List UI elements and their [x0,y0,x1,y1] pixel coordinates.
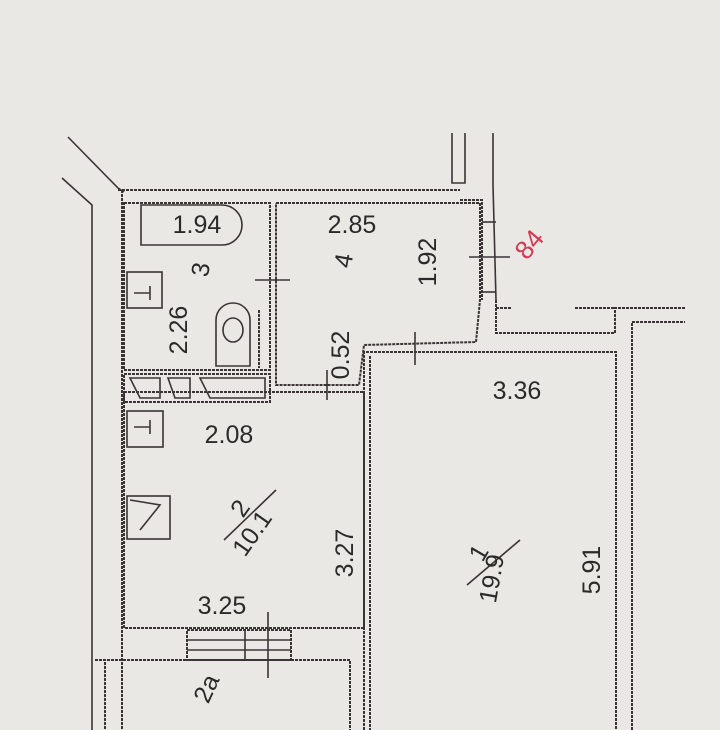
toilet-icon [215,302,251,367]
sink-icon [126,271,163,309]
room-2-length: 3.27 [331,529,359,578]
stove-icon [126,495,171,540]
room-2-width-top: 2.08 [205,421,254,449]
outer-walls [61,133,685,730]
room-4-hall: 2.85 4 1.92 0.52 [275,202,481,400]
room-2a-balcony: 2a [95,659,351,730]
room-1-width: 3.36 [493,377,542,405]
room-2-width-bottom: 3.25 [198,592,247,620]
room-4-width: 2.85 [328,211,377,239]
room-1-living: 3.36 1 19.9 5.91 [363,351,617,730]
room-4-number: 4 [329,251,359,270]
room-3-length: 2.26 [165,306,193,355]
room-3-bathroom: 1.94 3 2.26 [123,202,290,371]
sink-icon [126,410,164,448]
room-2-kitchen: 2.08 2 10.1 3.27 3.25 [123,391,365,629]
room-1-length: 5.91 [578,546,606,595]
bath-dimension: 1.94 [173,211,222,239]
bathtub-icon [140,204,243,246]
room-4-length: 1.92 [414,238,442,287]
room-2a-number: 2a [188,670,225,707]
room-3-number: 3 [186,260,216,279]
fixture-strip [123,373,271,403]
room-4-passage: 0.52 [327,331,355,380]
balcony-door [186,612,292,678]
apartment-number: 84 [508,223,550,264]
